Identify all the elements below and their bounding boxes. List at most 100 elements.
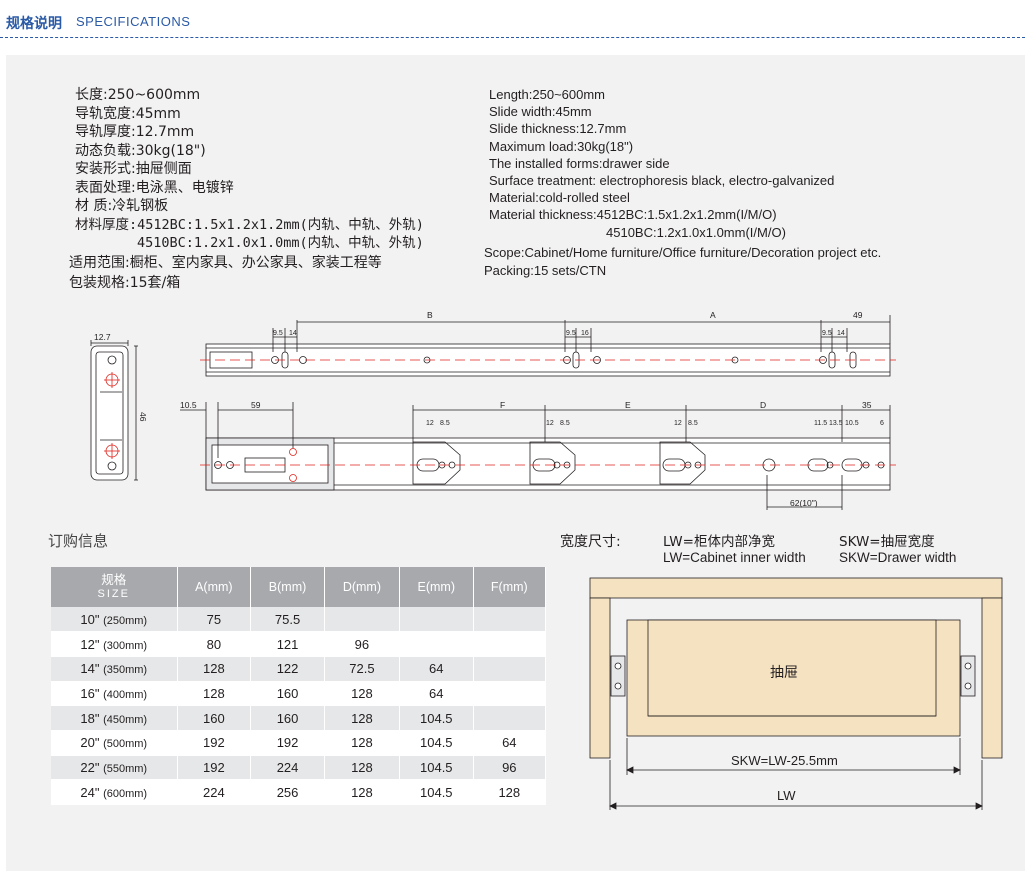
col-A: A(mm)	[177, 567, 252, 607]
cell-E: 104.5	[399, 755, 474, 781]
cell-size: 24" (600mm)	[51, 779, 178, 805]
spec-en-line: Length:250~600mm	[489, 87, 606, 102]
slide-drawing: 12.7 46 B A 49 9.5 14 9.5 16 9.5 14 10.5…	[90, 310, 896, 510]
dim-8-5-b: 8.5	[560, 420, 570, 427]
spec-en-line: Surface treatment: electrophoresis black…	[489, 173, 835, 189]
size-inch: 22"	[80, 759, 100, 775]
width-label: 宽度尺寸:	[560, 534, 621, 550]
dim-49: 49	[853, 310, 863, 320]
size-inch: 12"	[80, 636, 100, 652]
cell-F: 128	[473, 779, 547, 805]
size-mm: (600mm)	[103, 787, 148, 800]
spec-en-line: 4510BC:1.2x1.0x1.0mm(I/M/O)	[606, 224, 786, 240]
size-mm: (300mm)	[103, 639, 148, 652]
cross-section-profile	[90, 340, 138, 481]
size-inch: 20"	[80, 735, 100, 751]
dim-E: E	[625, 400, 631, 410]
dim-A: A	[710, 310, 716, 320]
dim-11-5: 11.5	[814, 420, 827, 427]
col-B: B(mm)	[250, 567, 325, 607]
cell-D: 128	[324, 681, 400, 707]
size-mm: (550mm)	[103, 762, 148, 775]
cell-D: 128	[324, 705, 400, 731]
cell-size: 10" (250mm)	[51, 607, 178, 633]
dim-cross-height: 46	[138, 412, 148, 422]
section-header: 规格说明 SPECIFICATIONS	[0, 0, 1025, 38]
specs-en: Length:250~600mm Slide width:45mm Slide …	[489, 86, 834, 241]
spec-en-line: Slide thickness:12.7mm	[489, 121, 627, 137]
dim-35: 35	[862, 400, 872, 410]
dim-8-5-a: 8.5	[440, 420, 450, 427]
cell-B: 256	[250, 779, 325, 805]
cell-F	[473, 656, 547, 682]
dim-9-5-a: 9.5	[273, 330, 283, 337]
dim-D: D	[760, 400, 766, 410]
spec-en-line: Slide width:45mm	[489, 104, 592, 120]
dim-16: 16	[581, 330, 589, 337]
cell-A: 192	[177, 730, 252, 756]
dim-9-5-c: 9.5	[822, 330, 832, 337]
size-inch: 16"	[80, 685, 100, 701]
size-mm: (400mm)	[103, 688, 148, 701]
cell-E	[399, 607, 474, 633]
legend-skw-cn: SKW=抽屉宽度	[839, 534, 935, 550]
cell-size: 18" (450mm)	[51, 705, 178, 731]
cell-F	[473, 631, 547, 657]
spec-cn-line: 材料厚度:4512BC:1.5x1.2x1.2mm(内轨、中轨、外轨)	[75, 216, 424, 233]
specs-en-extra: Scope:Cabinet/Home furniture/Office furn…	[484, 244, 881, 280]
col-D: D(mm)	[324, 567, 400, 607]
cell-D	[324, 607, 400, 633]
cell-A: 75	[177, 607, 252, 633]
specs-cn-extra: 适用范围:橱柜、室内家具、办公家具、家装工程等 包装规格:15套/箱	[69, 253, 382, 293]
cell-size: 16" (400mm)	[51, 681, 178, 707]
dim-62: 62(10")	[790, 498, 818, 508]
cell-size: 22" (550mm)	[51, 755, 178, 781]
size-inch: 14"	[80, 661, 100, 677]
spec-cn-line: 4510BC:1.2x1.0x1.0mm(内轨、中轨、外轨)	[137, 235, 424, 251]
bottom-rail	[180, 402, 891, 510]
spec-cn-packing: 包装规格:15套/箱	[69, 275, 181, 291]
spec-en-scope: Scope:Cabinet/Home furniture/Office furn…	[484, 245, 882, 260]
spec-cn-line: 导轨厚度:12.7mm	[75, 124, 195, 140]
cell-E: 104.5	[399, 705, 474, 731]
dim-B: B	[427, 310, 433, 320]
cell-D: 96	[324, 631, 400, 657]
spec-cn-line: 表面处理:电泳黑、电镀锌	[75, 179, 234, 196]
dim-10-5: 10.5	[180, 400, 197, 410]
cell-B: 121	[250, 631, 325, 657]
cell-D: 128	[324, 779, 400, 805]
col-size-cn: 规格	[101, 573, 127, 587]
cell-size: 20" (500mm)	[51, 730, 178, 756]
cell-B: 160	[250, 705, 325, 731]
spec-en-line: Material:cold-rolled steel	[489, 190, 630, 206]
spec-cn-line: 动态负载:30kg(18")	[75, 142, 206, 159]
cell-B: 75.5	[250, 607, 325, 633]
spec-cn-line: 导轨宽度:45mm	[75, 105, 181, 122]
dim-9-5-b: 9.5	[566, 330, 576, 337]
dim-14-b: 14	[837, 330, 845, 337]
size-mm: (500mm)	[103, 738, 148, 751]
cell-F	[473, 681, 547, 707]
dim-6: 6	[880, 420, 884, 427]
dim-59: 59	[251, 400, 261, 410]
cell-B: 122	[250, 656, 325, 682]
cell-A: 128	[177, 681, 252, 707]
legend-lw-cn: LW=柜体内部净宽	[663, 534, 775, 550]
cell-F	[473, 705, 547, 731]
cell-F: 64	[473, 730, 547, 756]
cell-B: 224	[250, 755, 325, 781]
dim-12-a: 12	[426, 420, 434, 427]
dim-12-b: 12	[546, 420, 554, 427]
cell-E: 104.5	[399, 730, 474, 756]
legend-lw-en: LW=Cabinet inner width	[663, 550, 806, 565]
spec-en-line: The installed forms:drawer side	[489, 155, 670, 171]
cell-E: 104.5	[399, 779, 474, 805]
spec-en-packing: Packing:15 sets/CTN	[484, 263, 607, 278]
spec-en-line: Material thickness:4512BC:1.5x1.2x1.2mm(…	[489, 207, 777, 223]
